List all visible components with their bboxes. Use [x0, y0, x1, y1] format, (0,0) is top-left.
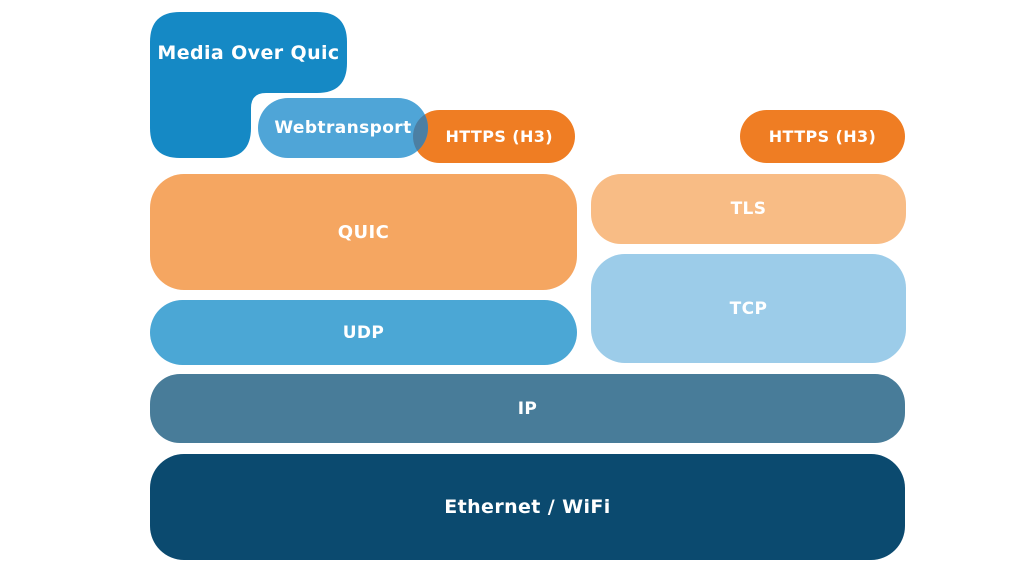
- ip-label: IP: [517, 398, 538, 419]
- media-over-quic-label: Media Over Quic: [157, 41, 340, 64]
- webtransport-block: Webtransport: [258, 98, 428, 158]
- media-over-quic-shape: [150, 12, 347, 158]
- https-h3-right-block: HTTPS (H3): [740, 110, 905, 163]
- ethernet-wifi-block: Ethernet / WiFi: [150, 454, 905, 560]
- https-h3-left-label: HTTPS (H3): [445, 127, 553, 146]
- tcp-label: TCP: [729, 298, 768, 319]
- ip-block: IP: [150, 374, 905, 443]
- udp-label: UDP: [342, 322, 385, 343]
- media-over-quic-path: [150, 12, 347, 158]
- tls-label: TLS: [730, 199, 767, 219]
- tcp-block: TCP: [591, 254, 906, 363]
- udp-block: UDP: [150, 300, 577, 365]
- ethernet-wifi-label: Ethernet / WiFi: [444, 496, 611, 518]
- https-h3-left-block: HTTPS (H3): [413, 110, 575, 163]
- webtransport-label: Webtransport: [274, 118, 412, 138]
- quic-label: QUIC: [337, 221, 390, 243]
- media-over-quic-block: Media Over Quic: [150, 12, 347, 93]
- tls-block: TLS: [591, 174, 906, 244]
- https-h3-right-label: HTTPS (H3): [768, 127, 877, 146]
- quic-block: QUIC: [150, 174, 577, 290]
